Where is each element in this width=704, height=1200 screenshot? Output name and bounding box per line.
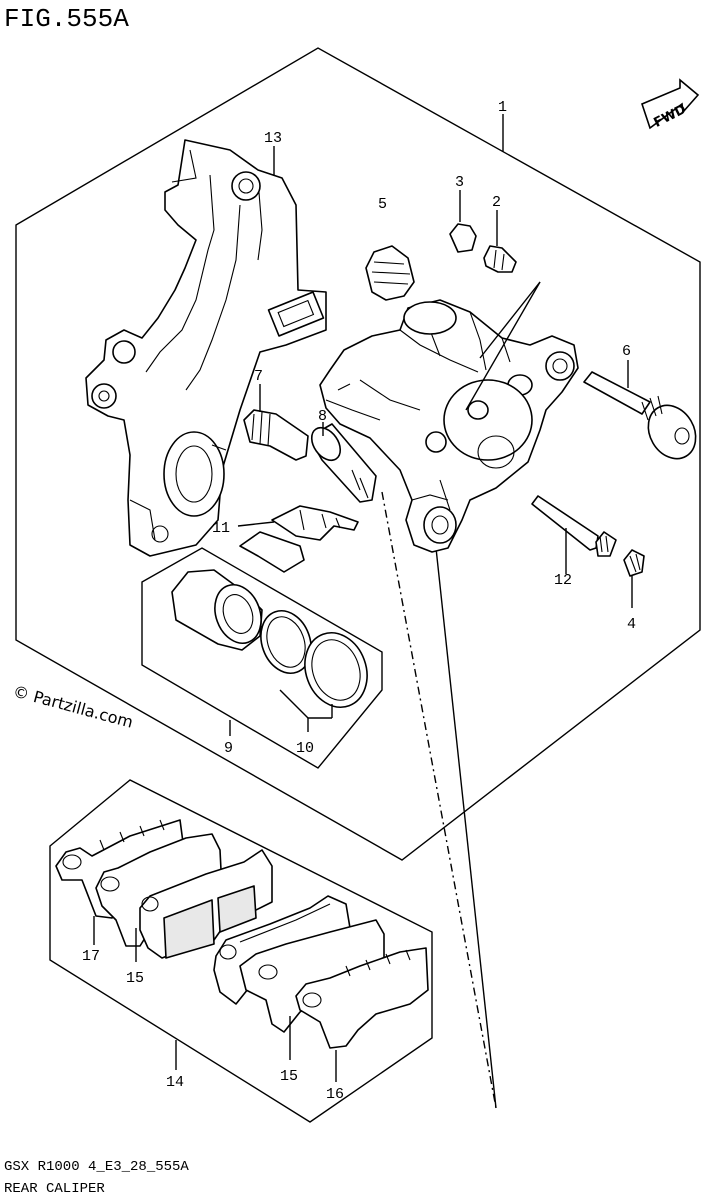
callout-8: 8 xyxy=(318,408,327,425)
piston-seals xyxy=(260,610,368,708)
callout-5: 5 xyxy=(378,196,387,213)
pad-shim-inner xyxy=(295,947,429,1049)
bleeder-cap xyxy=(449,223,477,253)
dust-boot xyxy=(365,245,415,301)
figure-title: FIG.555A xyxy=(4,4,129,34)
pad-spring xyxy=(239,505,359,573)
piston xyxy=(171,569,263,651)
watermark: © Partzilla.com xyxy=(11,682,135,732)
caliper-assembly-outline xyxy=(15,47,701,861)
slide-pin-boot xyxy=(310,423,377,503)
slide-pin-short xyxy=(243,409,309,461)
callout-14: 14 xyxy=(166,1074,184,1091)
piston-group-outline xyxy=(141,547,383,769)
section-title: REAR CALIPER xyxy=(4,1181,105,1197)
callout-7: 7 xyxy=(254,368,263,385)
pad-pin-plug xyxy=(623,549,645,577)
callout-15-left: 15 xyxy=(126,970,144,987)
callout-1: 1 xyxy=(498,99,507,116)
pad-set-outline xyxy=(49,779,433,1123)
callout-15-right: 15 xyxy=(280,1068,298,1085)
callout-6: 6 xyxy=(622,343,631,360)
callout-11: 11 xyxy=(212,520,230,537)
pad-leader-line-right xyxy=(429,491,497,1109)
callout-16: 16 xyxy=(326,1086,344,1103)
callout-labels: 1 2 3 4 5 6 7 8 9 10 11 12 13 14 15 15 1… xyxy=(82,99,636,1103)
pad-pin xyxy=(531,495,617,557)
callout-13: 13 xyxy=(264,130,282,147)
callout-3: 3 xyxy=(455,174,464,191)
caliper-body xyxy=(319,299,579,553)
model-code: GSX R1000 4_E3_28_555A xyxy=(4,1159,189,1175)
callout-12: 12 xyxy=(554,572,572,589)
caliper-bracket xyxy=(85,139,327,557)
callout-10: 10 xyxy=(296,740,314,757)
bleeder-valve xyxy=(483,245,517,273)
callout-9: 9 xyxy=(224,740,233,757)
callout-2: 2 xyxy=(492,194,501,211)
callout-leaders xyxy=(93,114,633,1082)
callout-4: 4 xyxy=(627,616,636,633)
pad-leader-line-left xyxy=(381,491,497,1109)
callout-17: 17 xyxy=(82,948,100,965)
forward-arrow-icon: FWD xyxy=(641,78,700,131)
brake-pad-left xyxy=(139,849,273,959)
caliper-pin-long xyxy=(583,371,697,460)
